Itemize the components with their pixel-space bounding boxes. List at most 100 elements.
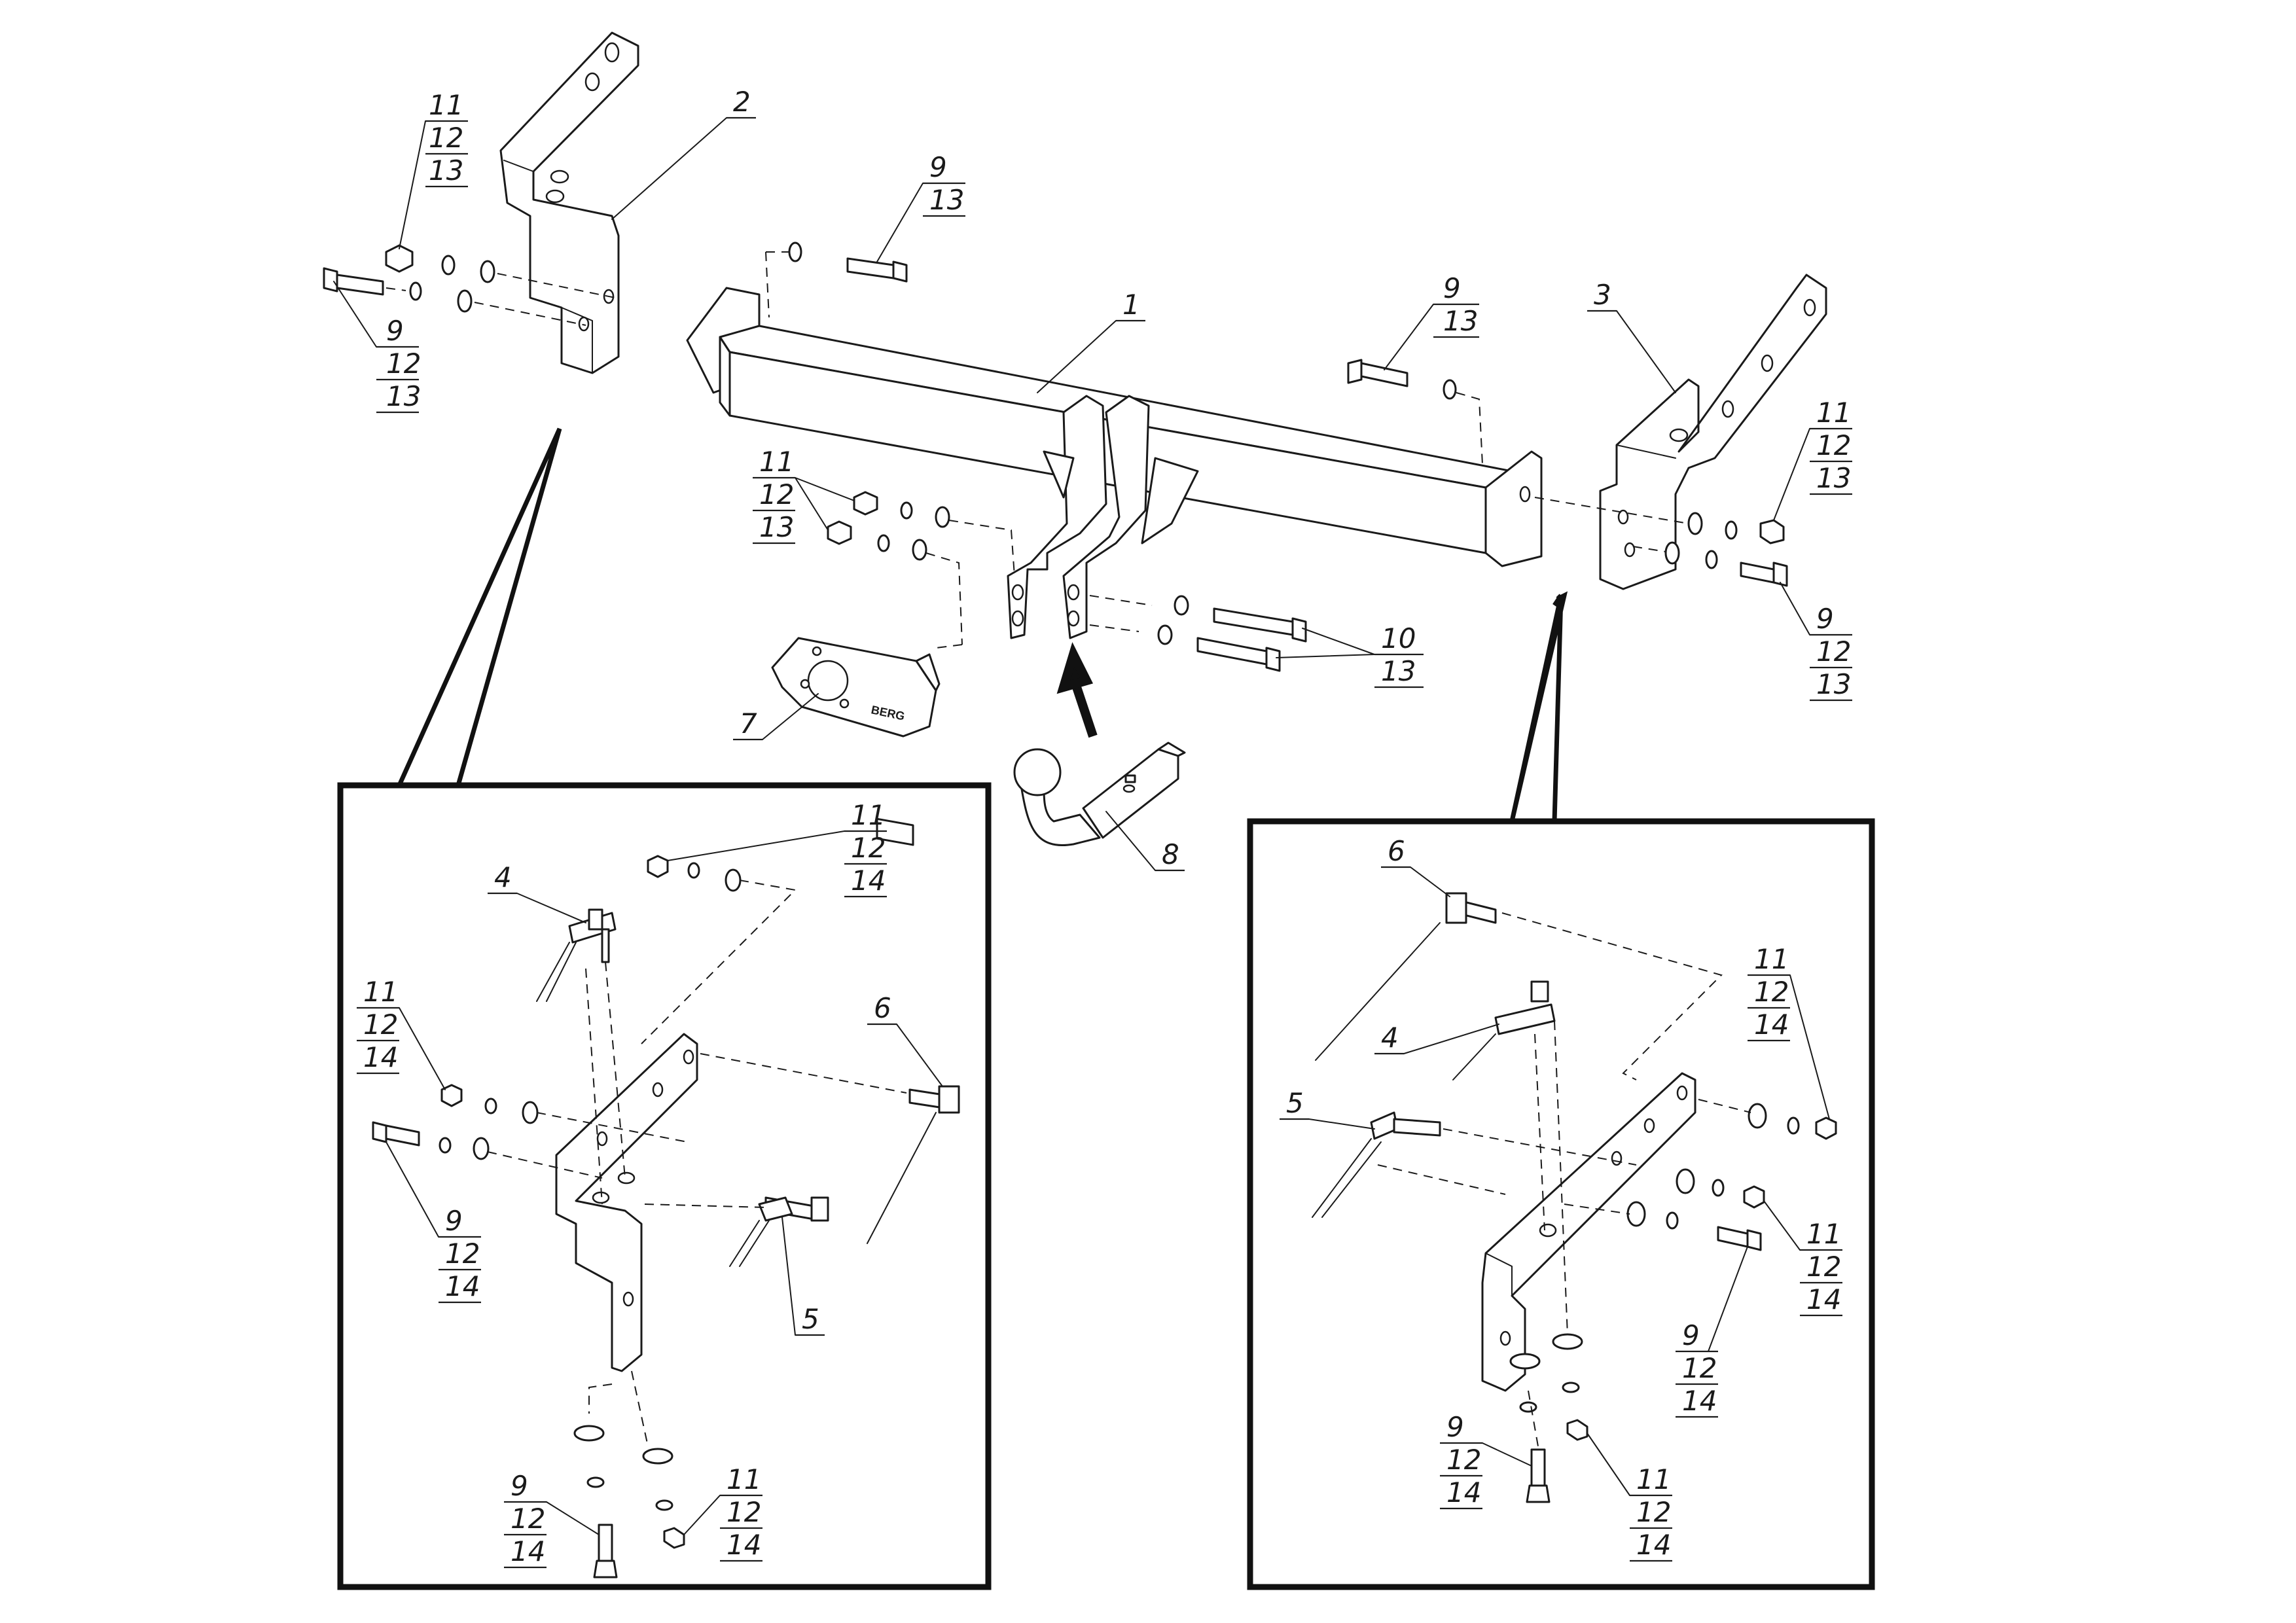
- callout-rp-bolt: 9 12 14: [1676, 1246, 1748, 1418]
- callout-text: 12: [851, 832, 886, 864]
- callout-text: 14: [1754, 1008, 1789, 1041]
- callout-rp-top-nut: 11 12 14: [1748, 943, 1830, 1120]
- callout-text: 11: [1806, 1218, 1841, 1250]
- callout-text: 13: [759, 511, 794, 543]
- callout-text: 14: [363, 1041, 398, 1073]
- callout-tow-ball: 8: [1105, 811, 1185, 872]
- callout-bracket-left: 2: [611, 86, 756, 220]
- callout-text: 9: [511, 1470, 528, 1502]
- callout-text: 13: [429, 154, 463, 187]
- callout-lp-bottom-bolt: 9 12 14: [504, 1470, 600, 1569]
- callout-text: 4: [1381, 1022, 1399, 1054]
- callout-socket-plate: 7: [733, 693, 819, 741]
- callout-text: 12: [1754, 976, 1789, 1008]
- callout-text: 13: [1816, 462, 1851, 494]
- callout-text: 12: [445, 1238, 480, 1270]
- callout-top-bolt-center: 9 13: [876, 151, 965, 262]
- callout-text: 12: [511, 1503, 545, 1535]
- callout-text: 11: [851, 799, 886, 831]
- right-detail-parts: [1312, 892, 1837, 1503]
- callout-text: 11: [1754, 943, 1789, 975]
- callout-text: 14: [445, 1270, 480, 1302]
- callout-text: 12: [1806, 1251, 1841, 1283]
- callout-text: 12: [1816, 429, 1851, 461]
- callout-text: 12: [363, 1008, 398, 1041]
- callout-text: 14: [851, 865, 886, 897]
- callout-bracket-right: 3: [1587, 279, 1676, 393]
- callout-text: 12: [726, 1496, 761, 1528]
- callout-text: 11: [726, 1463, 761, 1495]
- callout-text: 11: [1636, 1463, 1671, 1495]
- callout-text: 6: [1388, 835, 1405, 867]
- callout-text: 5: [1286, 1087, 1304, 1119]
- left-detail-parts: [372, 855, 960, 1578]
- callout-lp-bolt: 9 12 14: [386, 1141, 481, 1304]
- callout-text: 9: [445, 1205, 463, 1237]
- callout-top-left-bolt: 9 12 13: [333, 281, 421, 414]
- callout-text: 3: [1594, 279, 1611, 311]
- top-left-fasteners: [323, 241, 908, 326]
- callout-text: 12: [386, 348, 421, 380]
- right-mounting-bracket: [1599, 274, 1827, 590]
- callout-right-nut: 11 12 13: [1773, 397, 1852, 521]
- center-fasteners: [827, 491, 1015, 649]
- callout-text: 11: [429, 89, 463, 121]
- callout-text: 10: [1381, 622, 1416, 654]
- callout-text: 13: [1443, 305, 1478, 337]
- callout-lp-clip5: 5: [781, 1217, 825, 1336]
- callout-text: 14: [1636, 1529, 1671, 1561]
- callout-text: 11: [1816, 397, 1851, 429]
- callout-top-left-nut: 11 12 13: [399, 89, 468, 249]
- callout-rp-clip5: 5: [1280, 1087, 1375, 1130]
- detail-frame-left: [337, 427, 992, 1590]
- callout-lp-side-nut: 11 12 14: [357, 976, 446, 1090]
- callout-text: 7: [740, 707, 757, 740]
- callout-text: 13: [1816, 668, 1851, 700]
- top-right-fasteners: [1347, 359, 1483, 465]
- callout-text: 9: [1816, 603, 1834, 635]
- callout-labels: 11 12 13 9 12 13 2 9 13: [333, 86, 1852, 1569]
- long-bolts: [1089, 595, 1307, 672]
- main-crossbar: [686, 287, 1543, 639]
- callout-text: 9: [386, 315, 404, 347]
- callout-text: 14: [1806, 1283, 1841, 1315]
- callout-lp-top-nut: 11 12 14: [667, 799, 887, 898]
- callout-text: 8: [1162, 838, 1179, 870]
- callout-text: 14: [511, 1535, 545, 1567]
- callout-text: 11: [363, 976, 398, 1008]
- callout-text: 12: [1636, 1496, 1671, 1528]
- callout-text: 9: [1682, 1319, 1700, 1351]
- callout-text: 1: [1122, 289, 1140, 321]
- callout-text: 4: [494, 861, 512, 893]
- callout-text: 9: [1446, 1411, 1464, 1443]
- callout-lp-bottom-nut: 11 12 14: [683, 1463, 762, 1562]
- callout-text: 9: [1443, 272, 1461, 304]
- callout-text: 2: [733, 86, 751, 118]
- callout-text: 13: [1381, 655, 1416, 687]
- callout-right-bolt: 9 12 13: [1780, 582, 1852, 702]
- callout-rp-clip4: 4: [1374, 1022, 1499, 1055]
- callout-text: 14: [726, 1529, 761, 1561]
- callout-text: 12: [1816, 635, 1851, 668]
- callout-text: 6: [874, 992, 891, 1024]
- callout-lp-clip4: 4: [488, 861, 586, 923]
- left-mounting-bracket: [499, 31, 639, 374]
- callout-text: 12: [759, 478, 794, 510]
- detail-frame-right: [1247, 591, 1875, 1590]
- callout-top-bolt-right: 9 13: [1384, 272, 1479, 370]
- insert-direction-arrow: [1056, 642, 1098, 738]
- callout-lp-clip6: 6: [867, 992, 943, 1087]
- callout-crossbar: 1: [1037, 289, 1145, 393]
- callout-rp-bottom-nut: 11 12 14: [1587, 1433, 1672, 1562]
- callout-text: 12: [1446, 1444, 1481, 1476]
- callout-text: 5: [802, 1303, 819, 1335]
- callout-rp-clip6: 6: [1381, 835, 1450, 897]
- callout-text: 11: [759, 446, 794, 478]
- callout-text: 12: [1682, 1352, 1717, 1384]
- callout-text: 13: [929, 184, 964, 216]
- callout-text: 14: [1682, 1385, 1717, 1417]
- callout-center-nuts: 11 12 13: [753, 446, 855, 544]
- tow-ball-assembly: [1013, 741, 1186, 846]
- socket-plate: BERG: [771, 637, 941, 846]
